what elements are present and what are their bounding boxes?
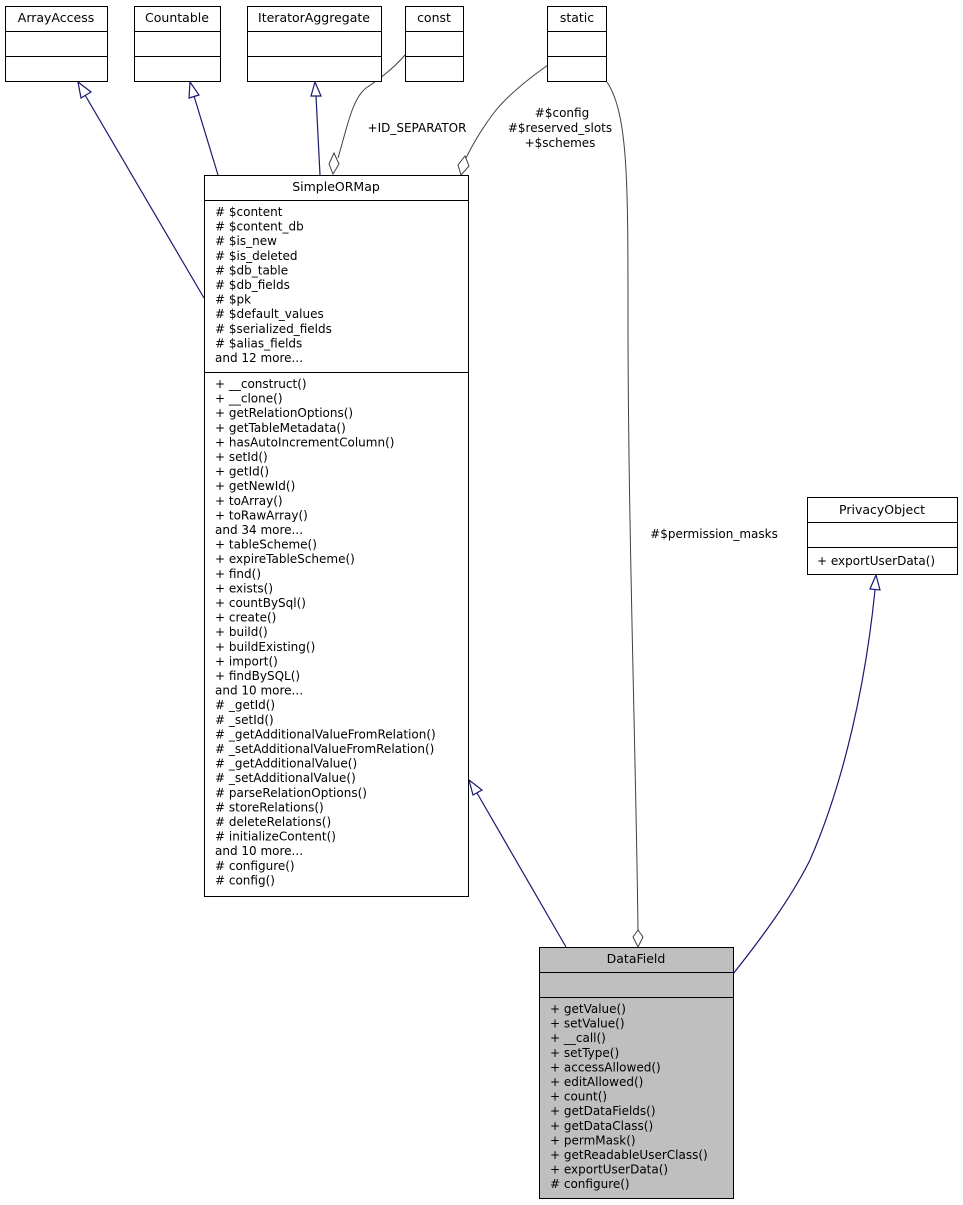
attribute-item: and 12 more... (215, 351, 303, 365)
method-item: # config() (215, 873, 275, 887)
method-item: and 10 more... (215, 684, 303, 698)
attribute-item: # $default_values (215, 307, 324, 321)
edge-datafield-simpleormap (467, 778, 567, 948)
method-item: + getTableMetadata() (215, 421, 346, 435)
edge-static-simpleormap (457, 64, 549, 177)
method-item: # configure() (550, 1177, 630, 1191)
method-item: # _getAdditionalValue() (215, 757, 357, 771)
method-item: + create() (215, 611, 276, 625)
method-item: + __clone() (215, 392, 283, 406)
class-name: SimpleORMap (292, 179, 380, 194)
method-item: + getValue() (550, 1002, 626, 1016)
edge-simpleormap-arrayaccess (77, 80, 205, 299)
edge-static-datafield (606, 81, 644, 949)
attribute-item: # $db_fields (215, 278, 290, 292)
method-item: + __construct() (215, 377, 307, 391)
attribute-item: # $alias_fields (215, 336, 302, 350)
method-item: + getId() (215, 465, 269, 479)
method-item: # _setAdditionalValueFromRelation() (215, 742, 434, 756)
attribute-list: # $content# $content_db# $is_new# $is_de… (215, 205, 332, 365)
method-item: + tableScheme() (215, 538, 317, 552)
method-item: + hasAutoIncrementColumn() (215, 435, 394, 449)
method-item: + setValue() (550, 1017, 625, 1031)
method-item: + exportUserData() (817, 554, 935, 568)
edge-label-schemes: +$schemes (525, 136, 596, 150)
edge-label-permission-masks: #$permission_masks (650, 527, 778, 541)
method-item: + editAllowed() (550, 1075, 643, 1089)
edge-label-reserved-slots: #$reserved_slots (508, 121, 612, 135)
method-list: + __construct()+ __clone()+ getRelationO… (215, 377, 436, 887)
attribute-item: # $serialized_fields (215, 322, 332, 336)
class-arrayaccess: ArrayAccess (5, 6, 108, 82)
method-item: # _getAdditionalValueFromRelation() (215, 727, 436, 741)
attribute-item: # $db_table (215, 263, 288, 277)
edge-const-simpleormap (328, 54, 406, 176)
class-name: IteratorAggregate (258, 10, 370, 25)
method-item: + getDataClass() (550, 1119, 653, 1133)
method-item: + accessAllowed() (550, 1060, 661, 1074)
class-countable: Countable (134, 6, 221, 82)
method-item: # configure() (215, 859, 295, 873)
edge-label-config: #$config (535, 106, 589, 120)
class-iteratoraggregate: IteratorAggregate (247, 6, 382, 82)
method-item: + setId() (215, 450, 268, 464)
method-item: + exists() (215, 581, 273, 595)
method-item: and 10 more... (215, 844, 303, 858)
method-item: + __call() (550, 1031, 606, 1045)
method-item: + setType() (550, 1046, 619, 1060)
class-const: const (405, 6, 464, 82)
class-datafield: DataField + getValue()+ setValue()+ __ca… (539, 947, 734, 1199)
method-item: + countBySql() (215, 596, 306, 610)
class-name: const (417, 10, 451, 25)
class-simpleormap: SimpleORMap # $content# $content_db# $is… (204, 175, 469, 897)
class-name: PrivacyObject (839, 502, 925, 517)
method-item: + find() (215, 567, 261, 581)
method-item: + toArray() (215, 494, 283, 508)
method-item: + expireTableScheme() (215, 552, 355, 566)
method-item: + getDataFields() (550, 1104, 656, 1118)
method-item: # initializeContent() (215, 830, 336, 844)
class-static: static (547, 6, 607, 82)
method-item: + toRawArray() (215, 508, 308, 522)
edge-simpleormap-iteratoraggregate (310, 80, 322, 176)
class-name: DataField (607, 951, 666, 966)
attribute-item: # $content (215, 205, 283, 219)
method-item: # _setId() (215, 713, 274, 727)
method-item: # parseRelationOptions() (215, 786, 367, 800)
method-item: + getReadableUserClass() (550, 1148, 708, 1162)
method-item: + findBySQL() (215, 669, 300, 683)
attribute-item: # $is_deleted (215, 249, 298, 263)
method-item: + getRelationOptions() (215, 406, 353, 420)
method-item: + count() (550, 1090, 607, 1104)
method-item: + exportUserData() (550, 1163, 668, 1177)
class-privacyobject: PrivacyObject + exportUserData() (807, 497, 958, 575)
method-item: + buildExisting() (215, 640, 315, 654)
class-name: static (560, 10, 594, 25)
method-item: # deleteRelations() (215, 815, 331, 829)
method-list: + getValue()+ setValue()+ __call()+ setT… (550, 1002, 708, 1191)
method-item: + permMask() (550, 1133, 636, 1147)
attribute-item: # $content_db (215, 220, 304, 234)
edge-datafield-privacyobject (732, 573, 881, 975)
class-name: ArrayAccess (18, 10, 94, 25)
edge-label-id-separator: +ID_SEPARATOR (368, 121, 467, 135)
method-item: # _getId() (215, 698, 275, 712)
method-item: # _setAdditionalValue() (215, 771, 356, 785)
attribute-item: # $is_new (215, 234, 277, 248)
method-item: + getNewId() (215, 479, 295, 493)
class-name: Countable (145, 10, 209, 25)
edge-simpleormap-countable (188, 80, 219, 176)
method-item: + build() (215, 625, 268, 639)
method-item: # storeRelations() (215, 800, 324, 814)
method-item: + import() (215, 654, 278, 668)
method-item: and 34 more... (215, 523, 303, 537)
attribute-item: # $pk (215, 293, 251, 307)
